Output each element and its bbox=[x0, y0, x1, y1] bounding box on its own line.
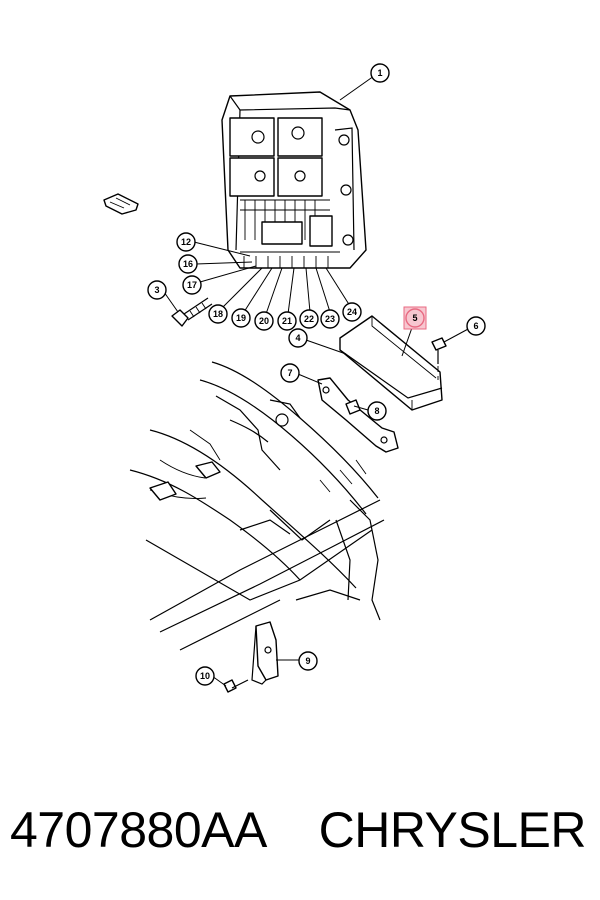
svg-text:4: 4 bbox=[295, 333, 300, 343]
svg-text:1: 1 bbox=[377, 68, 382, 78]
callout-17: 17 bbox=[182, 275, 202, 295]
callout-12: 12 bbox=[176, 232, 196, 252]
callout-24: 24 bbox=[342, 302, 362, 322]
bolt bbox=[171, 297, 213, 327]
svg-text:23: 23 bbox=[325, 314, 335, 324]
svg-text:10: 10 bbox=[200, 671, 210, 681]
callout-19: 19 bbox=[231, 308, 251, 328]
svg-text:9: 9 bbox=[305, 656, 310, 666]
parts-diagram: 1 3 4 5 6 7 8 9 10 12 16 17 bbox=[103, 63, 486, 693]
cover-bracket bbox=[339, 315, 443, 411]
svg-text:8: 8 bbox=[374, 406, 379, 416]
callout-9: 9 bbox=[298, 651, 318, 671]
svg-text:18: 18 bbox=[213, 309, 223, 319]
callout-18: 18 bbox=[208, 304, 228, 324]
callout-16: 16 bbox=[178, 254, 198, 274]
svg-text:19: 19 bbox=[236, 313, 246, 323]
svg-text:12: 12 bbox=[181, 237, 191, 247]
screw bbox=[431, 337, 447, 380]
fuse-clip bbox=[103, 193, 139, 215]
brand-name: CHRYSLER bbox=[318, 802, 587, 858]
vehicle-body-structure bbox=[129, 361, 385, 651]
svg-text:6: 6 bbox=[473, 321, 478, 331]
callout-21: 21 bbox=[277, 311, 297, 331]
callout-3: 3 bbox=[147, 280, 167, 300]
callout-1: 1 bbox=[370, 63, 390, 83]
callout-6: 6 bbox=[466, 316, 486, 336]
leader-lines bbox=[163, 75, 471, 687]
svg-text:3: 3 bbox=[154, 285, 159, 295]
fuse-box bbox=[221, 91, 367, 269]
mounting-bracket bbox=[317, 377, 399, 453]
svg-text:7: 7 bbox=[287, 368, 292, 378]
callout-4: 4 bbox=[288, 328, 308, 348]
lower-bracket bbox=[223, 621, 279, 693]
svg-text:17: 17 bbox=[187, 280, 197, 290]
callout-20: 20 bbox=[254, 311, 274, 331]
svg-text:24: 24 bbox=[347, 307, 357, 317]
part-number: 4707880AA bbox=[10, 802, 267, 858]
caption: 4707880AA CHRYSLER bbox=[0, 795, 600, 865]
callout-22: 22 bbox=[299, 309, 319, 329]
callout-7: 7 bbox=[280, 363, 300, 383]
callout-23: 23 bbox=[320, 309, 340, 329]
svg-text:16: 16 bbox=[183, 259, 193, 269]
callout-5: 5 bbox=[403, 306, 427, 330]
svg-text:22: 22 bbox=[304, 314, 314, 324]
svg-text:21: 21 bbox=[282, 316, 292, 326]
callout-10: 10 bbox=[195, 666, 215, 686]
svg-text:20: 20 bbox=[259, 316, 269, 326]
callout-8: 8 bbox=[367, 401, 387, 421]
svg-text:5: 5 bbox=[412, 313, 417, 323]
